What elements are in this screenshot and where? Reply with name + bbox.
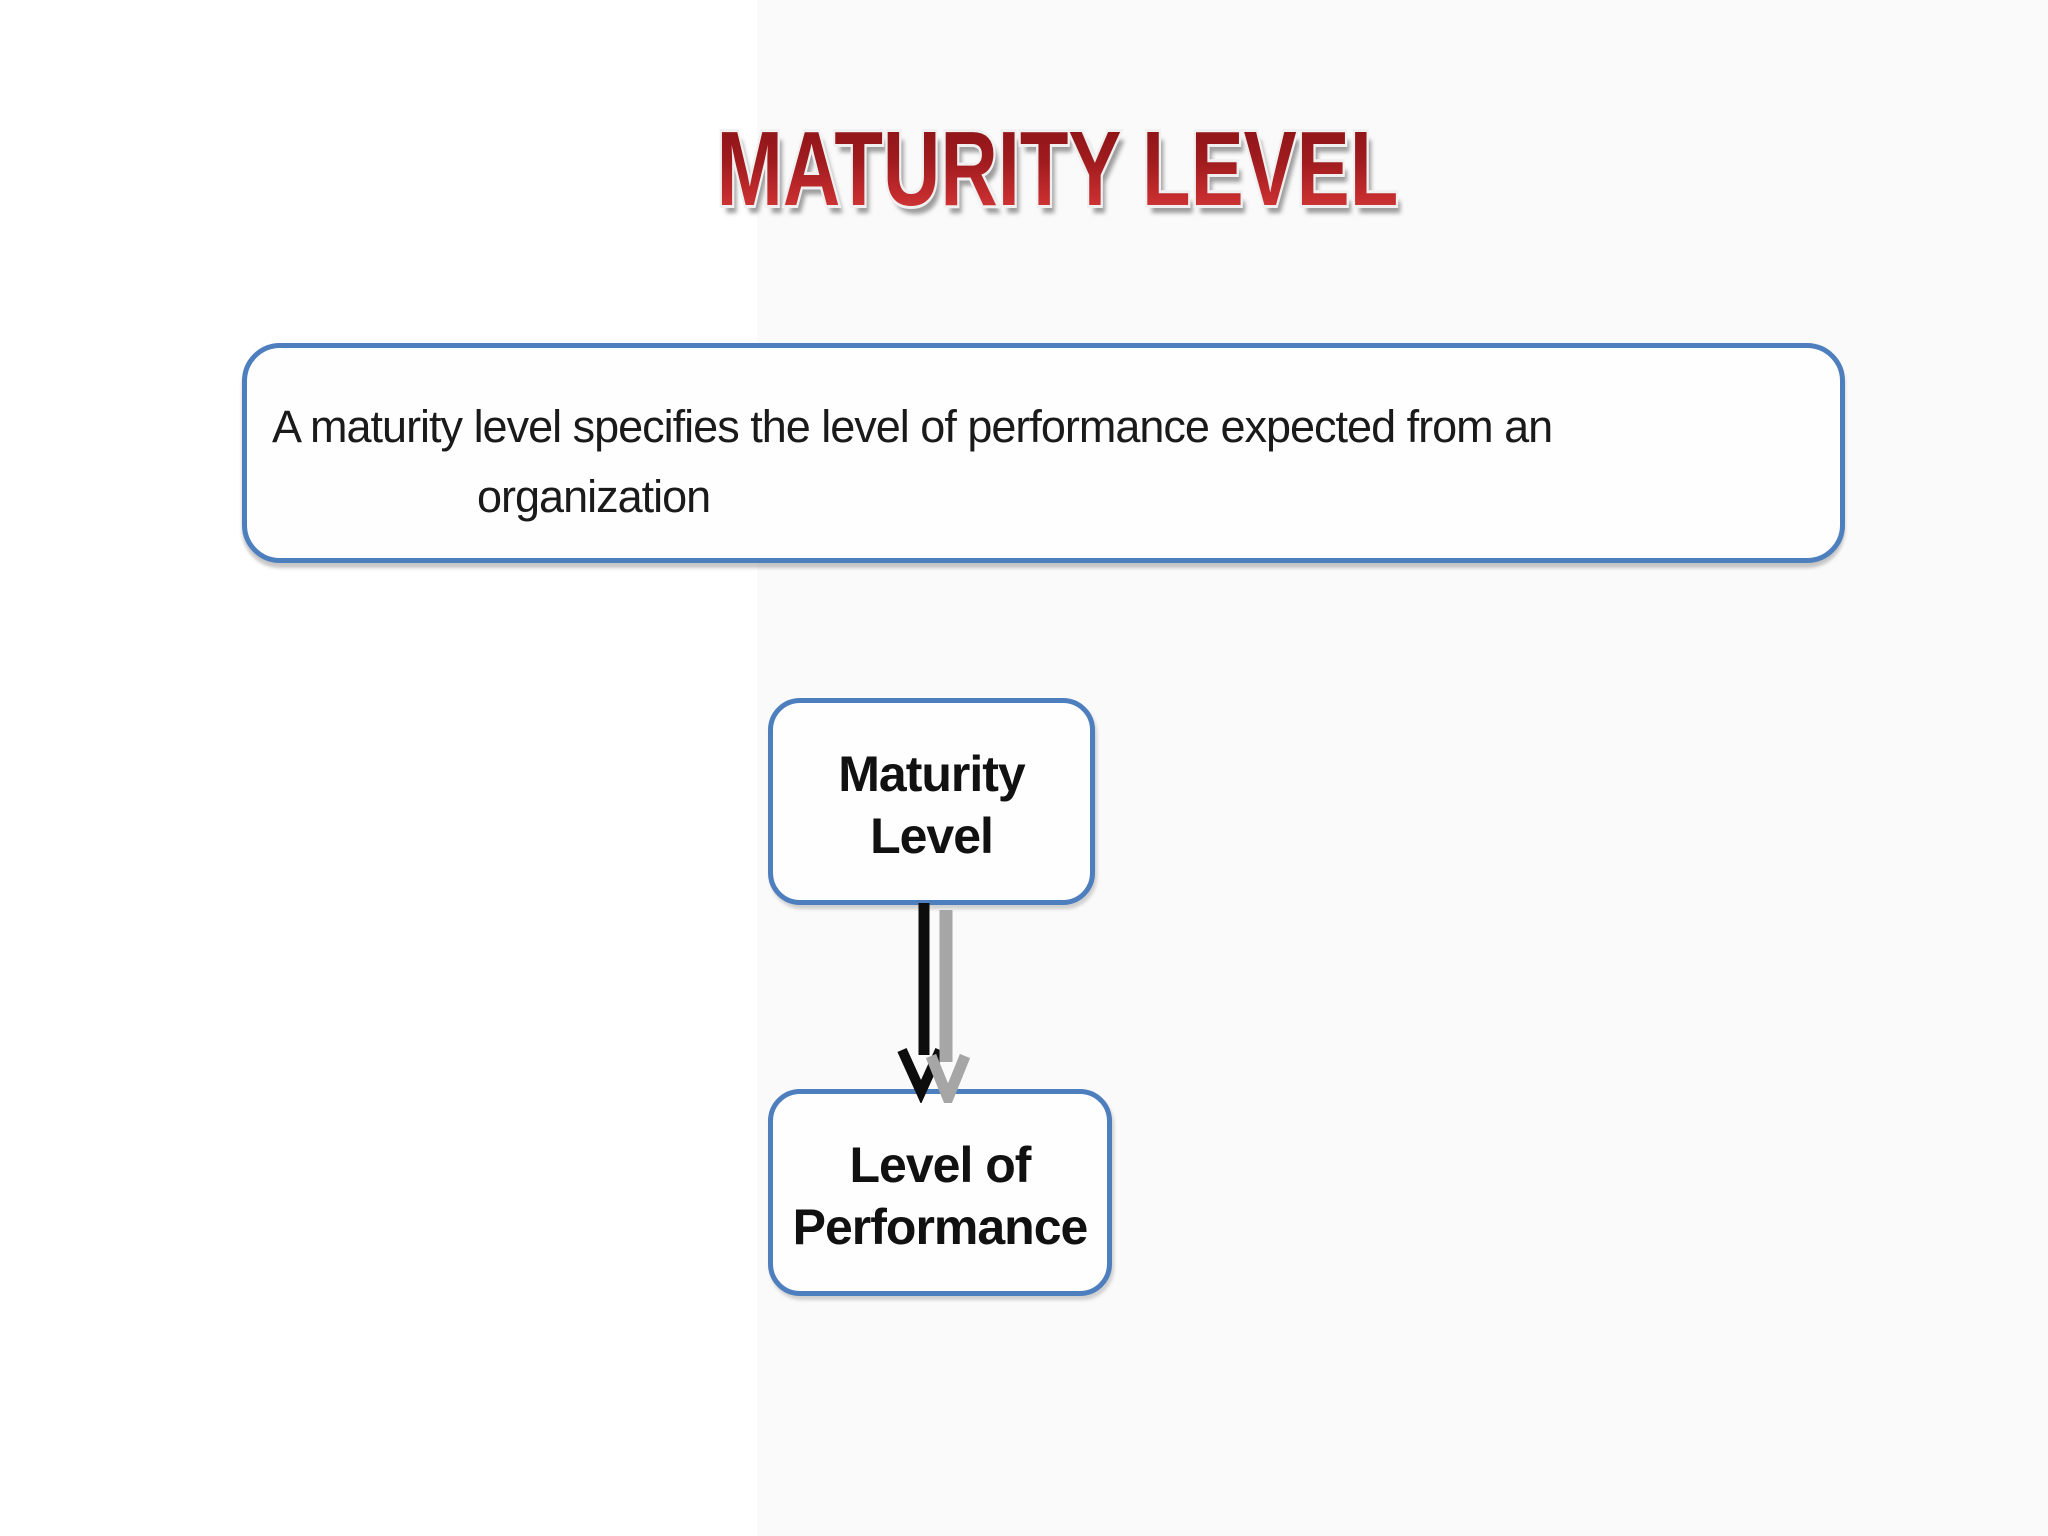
level-of-performance-node: Level of Performance (768, 1089, 1112, 1296)
maturity-level-node: Maturity Level (768, 698, 1095, 905)
down-arrow-icon (897, 903, 971, 1103)
description-text: A maturity level specifies the level of … (247, 348, 1840, 532)
description-box: A maturity level specifies the level of … (242, 343, 1845, 563)
level-of-performance-label: Level of Performance (792, 1136, 1089, 1255)
down-arrow-gray-head (925, 1053, 971, 1103)
description-line-1: A maturity level specifies the level of … (272, 401, 1553, 452)
description-line-2: organization (477, 471, 711, 522)
maturity-level-label: Maturity Level (838, 745, 1025, 864)
